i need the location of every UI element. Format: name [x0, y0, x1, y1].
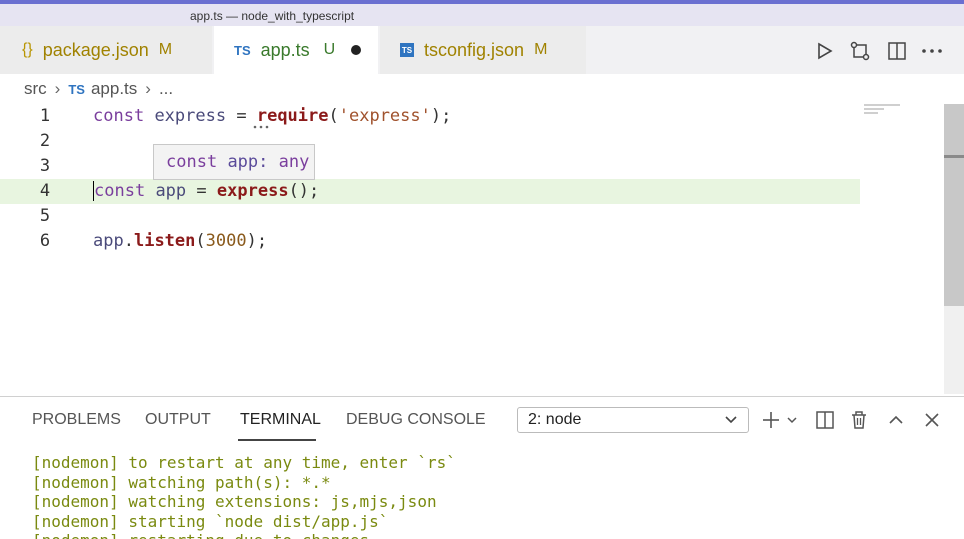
terminal-line: [nodemon] to restart at any time, enter … — [32, 453, 456, 472]
chevron-right-icon: › — [145, 79, 151, 98]
line-number: 5 — [39, 206, 51, 226]
breadcrumb-file[interactable]: app.ts — [90, 79, 138, 98]
tab-terminal[interactable]: TERMINAL — [240, 411, 321, 428]
tooltip-keyword: const — [166, 152, 218, 172]
tab-output[interactable]: OUTPUT — [145, 411, 211, 428]
punctuation: ); — [430, 106, 452, 126]
new-terminal-icon[interactable] — [760, 409, 782, 431]
terminal-select-value: 2: node — [528, 411, 582, 428]
code-editor[interactable]: 1 const express = require('express'); 2 … — [0, 104, 944, 394]
function-name: require — [256, 106, 329, 126]
window-title: app.ts — node_with_typescript — [190, 9, 355, 23]
breadcrumb: src › TS app.ts › ... — [24, 78, 173, 100]
chevron-right-icon: › — [54, 79, 61, 98]
number-literal: 3000 — [205, 231, 247, 251]
keyword: const — [94, 181, 146, 201]
punctuation: ( — [195, 231, 206, 251]
identifier: app — [93, 231, 124, 251]
chevron-down-icon — [724, 408, 738, 439]
function-name: listen — [133, 231, 196, 251]
code-line[interactable]: 6 app.listen(3000); — [0, 229, 860, 254]
identifier: app — [155, 181, 187, 201]
line-number: 4 — [39, 181, 51, 201]
chevron-down-icon[interactable] — [785, 409, 799, 431]
bottom-panel: PROBLEMS OUTPUT TERMINAL DEBUG CONSOLE 2… — [0, 396, 964, 539]
compare-changes-icon[interactable] — [848, 40, 872, 62]
git-untracked-badge: U — [323, 41, 336, 58]
code-line[interactable]: 5 — [0, 204, 860, 229]
code-line[interactable]: 2 — [0, 129, 860, 154]
line-number: 3 — [39, 156, 51, 176]
git-modified-badge: M — [534, 41, 548, 58]
keyword: const — [93, 106, 145, 126]
code-line[interactable]: 1 const express = require('express'); — [0, 104, 860, 129]
split-terminal-icon[interactable] — [814, 409, 836, 431]
git-modified-badge: M — [158, 41, 173, 58]
typescript-file-icon: TS — [68, 81, 85, 97]
scrollbar-thumb[interactable] — [944, 104, 964, 306]
editor-tab-bar: {} package.json M TS app.ts U TS tsconfi… — [0, 26, 964, 74]
suggestion-dots-icon[interactable] — [253, 116, 269, 129]
line-number: 6 — [39, 231, 51, 251]
trash-icon[interactable] — [848, 409, 870, 431]
code-line[interactable]: 3 — [0, 154, 860, 179]
breadcrumb-folder[interactable]: src — [24, 79, 47, 98]
active-tab-indicator — [238, 439, 316, 441]
text-cursor — [93, 181, 94, 201]
code-line-current[interactable]: 4 const app = express(); — [0, 179, 860, 204]
punctuation: ( — [328, 106, 339, 126]
tooltip-type: any — [278, 152, 310, 172]
tab-package-json[interactable]: {} package.json M — [0, 26, 212, 74]
tab-debug-console[interactable]: DEBUG CONSOLE — [346, 411, 486, 428]
terminal-line: [nodemon] watching path(s): *.* — [32, 472, 331, 492]
tab-tsconfig-json[interactable]: TS tsconfig.json M — [380, 26, 586, 74]
run-icon[interactable] — [812, 40, 836, 62]
scrollbar-cursor-marker — [944, 155, 964, 158]
minimap[interactable] — [864, 104, 924, 118]
operator: = — [196, 181, 207, 201]
tooltip-identifier: app: — [227, 152, 269, 172]
punctuation: ); — [246, 231, 268, 251]
more-actions-icon[interactable] — [920, 40, 944, 62]
unsaved-dot-icon[interactable] — [351, 45, 362, 55]
breadcrumb-symbols[interactable]: ... — [158, 79, 174, 98]
punctuation: . — [123, 231, 134, 251]
line-number: 2 — [39, 131, 51, 151]
split-editor-icon[interactable] — [885, 40, 909, 62]
string-literal: 'express' — [338, 106, 431, 126]
title-bar: app.ts — node_with_typescript — [0, 0, 964, 26]
tsconfig-file-icon: TS — [400, 43, 414, 57]
close-panel-icon[interactable] — [921, 409, 943, 431]
tab-label: package.json — [42, 39, 149, 60]
typescript-file-icon: TS — [234, 42, 251, 58]
terminal-output[interactable]: [nodemon] to restart at any time, enter … — [32, 453, 952, 539]
tab-problems[interactable]: PROBLEMS — [32, 411, 121, 428]
terminal-line: [nodemon] restarting due to changes... — [32, 531, 952, 539]
json-file-icon: {} — [22, 41, 33, 58]
tab-label: app.ts — [260, 39, 310, 60]
tab-label: tsconfig.json — [424, 39, 525, 60]
tab-app-ts[interactable]: TS app.ts U — [214, 26, 378, 74]
line-number: 1 — [39, 106, 51, 126]
maximize-panel-icon[interactable] — [885, 409, 907, 431]
terminal-line: [nodemon] starting `node dist/app.js` — [32, 511, 389, 531]
hover-tooltip: const app: any — [153, 144, 315, 180]
function-name: express — [216, 181, 289, 201]
operator: = — [236, 106, 247, 126]
terminal-select-dropdown[interactable]: 2: node — [517, 407, 749, 433]
terminal-line: [nodemon] watching extensions: js,mjs,js… — [32, 492, 437, 511]
punctuation: (); — [288, 181, 320, 201]
identifier: express — [154, 106, 227, 126]
